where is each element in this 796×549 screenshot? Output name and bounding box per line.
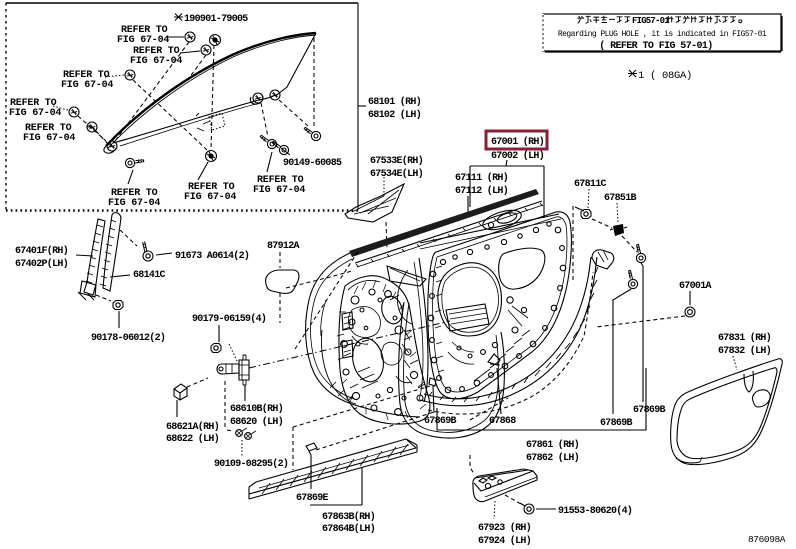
svg-text:FIG 67-04: FIG 67-04 bbox=[23, 133, 75, 144]
svg-text:FIG 67-04: FIG 67-04 bbox=[184, 192, 236, 203]
svg-text:REFER TO: REFER TO bbox=[257, 175, 304, 186]
svg-text:67851B: 67851B bbox=[604, 193, 637, 204]
svg-text:90109-08295(2): 90109-08295(2) bbox=[214, 458, 288, 470]
svg-text:190901-79005: 190901-79005 bbox=[184, 14, 248, 25]
svg-text:67862 (LH): 67862 (LH) bbox=[526, 452, 579, 464]
svg-text:Regarding PLUG HOLE , it is in: Regarding PLUG HOLE , it is indicated in… bbox=[558, 30, 767, 39]
svg-text:67001A: 67001A bbox=[679, 281, 712, 292]
svg-text:67864B(LH): 67864B(LH) bbox=[322, 523, 375, 535]
svg-text:FIG 67-04: FIG 67-04 bbox=[117, 35, 169, 46]
svg-text:68141C: 68141C bbox=[133, 270, 166, 281]
svg-text:REFER TO: REFER TO bbox=[188, 182, 235, 193]
svg-text:67869B: 67869B bbox=[633, 405, 666, 416]
svg-text:67831 (RH): 67831 (RH) bbox=[718, 332, 771, 344]
svg-text:68620 (LH): 68620 (LH) bbox=[230, 416, 283, 428]
svg-text:68102 (LH): 68102 (LH) bbox=[368, 109, 421, 121]
svg-text:REFER TO: REFER TO bbox=[133, 46, 180, 57]
svg-text:1 ( 08GA): 1 ( 08GA) bbox=[638, 70, 692, 82]
svg-text:67869B: 67869B bbox=[424, 416, 457, 427]
svg-text:67533E(RH): 67533E(RH) bbox=[370, 155, 423, 167]
svg-text:90149-60085: 90149-60085 bbox=[283, 158, 342, 169]
svg-text:67869B: 67869B bbox=[600, 418, 633, 429]
svg-text:67001 (RH): 67001 (RH) bbox=[491, 136, 544, 148]
svg-text:FIG57-01: FIG57-01 bbox=[632, 16, 670, 26]
svg-text:67869E: 67869E bbox=[296, 493, 329, 504]
svg-text:68610B(RH): 68610B(RH) bbox=[230, 403, 283, 415]
svg-text:67811C: 67811C bbox=[574, 179, 607, 190]
svg-text:REFER TO: REFER TO bbox=[121, 25, 168, 36]
svg-text:FIG 67-04: FIG 67-04 bbox=[61, 80, 113, 91]
svg-text:FIG 67-04: FIG 67-04 bbox=[108, 198, 160, 209]
svg-text:67923 (RH): 67923 (RH) bbox=[478, 522, 531, 534]
svg-text:( REFER TO FIG 57-01): ( REFER TO FIG 57-01) bbox=[599, 40, 712, 52]
svg-text:68622 (LH): 68622 (LH) bbox=[166, 433, 219, 445]
svg-text:90179-06159(4): 90179-06159(4) bbox=[192, 313, 266, 325]
svg-text:67863B(RH): 67863B(RH) bbox=[322, 511, 375, 523]
svg-text:67924 (LH): 67924 (LH) bbox=[478, 535, 531, 547]
svg-text:67112 (LH): 67112 (LH) bbox=[455, 185, 508, 197]
svg-text:68621A(RH): 68621A(RH) bbox=[166, 421, 219, 433]
svg-text:67868: 67868 bbox=[489, 416, 516, 427]
svg-text:68101 (RH): 68101 (RH) bbox=[368, 96, 421, 108]
svg-text:91673 A0614(2): 91673 A0614(2) bbox=[175, 250, 249, 262]
svg-text:FIG 67-04: FIG 67-04 bbox=[130, 56, 182, 67]
svg-text:FIG 67-04: FIG 67-04 bbox=[253, 185, 305, 196]
svg-text:67832 (LH): 67832 (LH) bbox=[718, 345, 771, 357]
svg-text:67534E(LH): 67534E(LH) bbox=[370, 168, 423, 180]
svg-text:87912A: 87912A bbox=[267, 241, 300, 252]
svg-text:67861 (RH): 67861 (RH) bbox=[526, 439, 579, 451]
svg-text:FIG 67-04: FIG 67-04 bbox=[9, 108, 61, 119]
svg-text:67002 (LH): 67002 (LH) bbox=[491, 150, 544, 162]
svg-text:90178-06012(2): 90178-06012(2) bbox=[91, 332, 165, 344]
svg-text:876098A: 876098A bbox=[748, 534, 786, 545]
svg-text:REFER TO: REFER TO bbox=[25, 123, 72, 134]
svg-text:REFER TO: REFER TO bbox=[111, 188, 158, 199]
svg-text:67111 (RH): 67111 (RH) bbox=[455, 172, 508, 184]
svg-text:67402P(LH): 67402P(LH) bbox=[15, 258, 68, 270]
svg-text:REFER TO: REFER TO bbox=[63, 70, 110, 81]
svg-text:REFER TO: REFER TO bbox=[10, 98, 57, 109]
svg-text:91553-80620(4): 91553-80620(4) bbox=[558, 505, 632, 517]
svg-text:67401F(RH): 67401F(RH) bbox=[15, 245, 68, 257]
